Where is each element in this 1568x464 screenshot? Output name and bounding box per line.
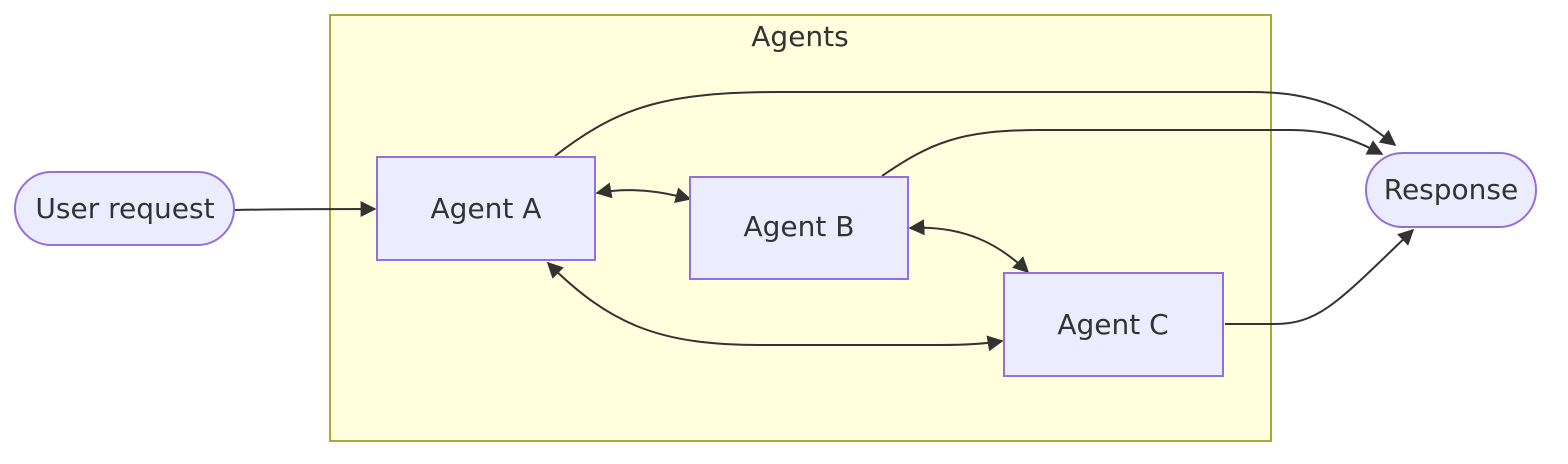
node-agent-b: Agent B (689, 176, 909, 280)
response-label: Response (1384, 173, 1518, 206)
node-agent-a: Agent A (376, 156, 596, 261)
edge-agent-a-agent-c (546, 261, 1004, 352)
edge-agent-b-agent-c (908, 219, 1030, 274)
node-agent-c: Agent C (1003, 272, 1224, 377)
user-request-shape (14, 171, 235, 246)
edge-user-request-to-agent-a (234, 201, 377, 218)
edge-agent-a-to-response (554, 91, 1397, 157)
agent-b-shape (689, 176, 909, 280)
edge-agent-b-to-response (881, 129, 1384, 177)
user-request-label: User request (35, 192, 214, 225)
agent-c-label: Agent C (1057, 308, 1168, 341)
edge-agent-a-agent-b (595, 182, 692, 204)
agent-a-label: Agent A (431, 192, 542, 225)
agent-a-shape (376, 156, 596, 261)
edges (234, 91, 1415, 352)
agent-c-shape (1003, 272, 1224, 377)
agent-b-label: Agent B (744, 210, 855, 243)
node-response: Response (1365, 152, 1537, 228)
edge-agent-c-to-response (1225, 228, 1415, 325)
response-shape (1365, 152, 1537, 228)
node-user-request: User request (14, 171, 235, 246)
agents-cluster-title: Agents (751, 20, 848, 53)
